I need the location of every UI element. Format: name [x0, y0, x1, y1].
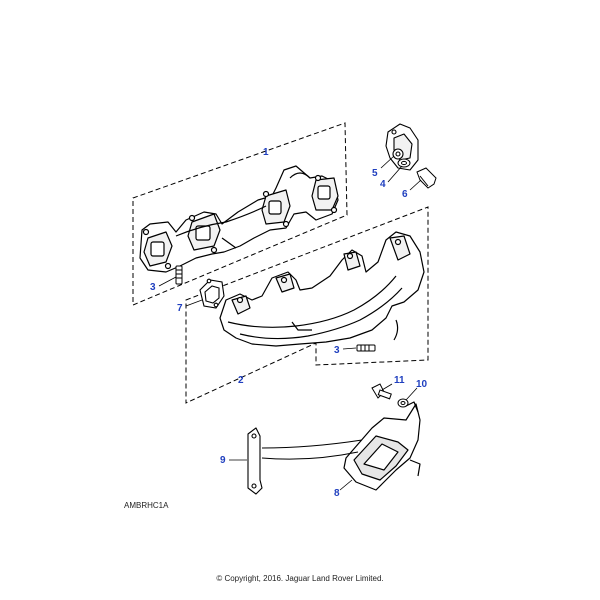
group-box-2 — [185, 206, 429, 404]
callout-10: 10 — [416, 379, 428, 390]
callout-2: 2 — [238, 375, 244, 386]
bracket — [385, 123, 419, 171]
stud-upper — [175, 265, 183, 285]
bolt-lower — [371, 383, 392, 400]
exhaust-manifold-lower — [219, 231, 425, 347]
washer-lower — [397, 398, 409, 408]
stud-lower — [356, 344, 376, 352]
group-box-1 — [132, 122, 348, 306]
callout-7: 7 — [177, 303, 183, 314]
callout-4: 4 — [380, 179, 386, 190]
gasket — [199, 278, 225, 309]
leader-lines — [158, 155, 422, 491]
callout-11: 11 — [394, 375, 405, 386]
callout-9: 9 — [220, 455, 226, 466]
heat-shield — [343, 401, 421, 491]
support-strap — [247, 427, 263, 495]
callout-3-lower: 3 — [334, 345, 340, 356]
exhaust-manifold-upper — [139, 165, 339, 273]
bolt-upper — [416, 167, 437, 189]
callout-3-upper: 3 — [150, 282, 156, 293]
drawing-code: AMBRHC1A — [124, 501, 169, 510]
callout-1: 1 — [263, 147, 269, 158]
support-lines — [261, 439, 363, 460]
copyright-notice: © Copyright, 2016. Jaguar Land Rover Lim… — [216, 574, 384, 583]
washer — [397, 158, 411, 168]
callout-8: 8 — [334, 488, 340, 499]
callout-6: 6 — [402, 189, 408, 200]
callout-5: 5 — [372, 168, 378, 179]
